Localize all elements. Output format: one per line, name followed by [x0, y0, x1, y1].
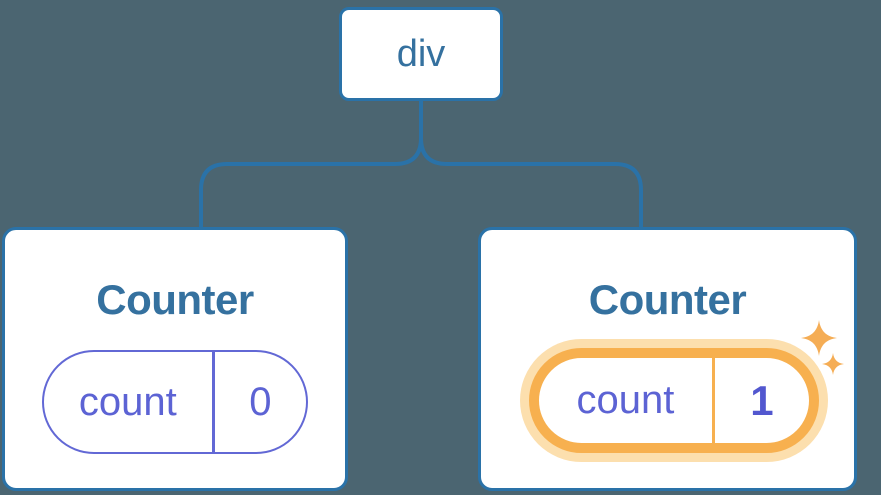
- component-title: Counter: [96, 276, 254, 323]
- state-value: 1: [750, 376, 774, 424]
- component-title: Counter: [588, 276, 747, 323]
- sparkle-small-icon: [822, 353, 844, 375]
- state-key-label: count: [78, 379, 177, 424]
- counter-card-left: Counter count 0: [2, 227, 348, 491]
- state-key-label: count: [576, 378, 675, 422]
- sparkle-large-icon: [801, 320, 837, 356]
- root-node-label: div: [396, 32, 446, 75]
- state-pill-count-0: count 0: [42, 350, 308, 454]
- root-node-div: div: [339, 7, 503, 101]
- connector-left-branch: [199, 98, 423, 230]
- sparkles-icon: [801, 320, 844, 375]
- pill-divider: [711, 358, 715, 443]
- state-value: 0: [249, 379, 272, 424]
- counter-card-right: Counter count 1: [478, 227, 857, 491]
- state-pill-count-1-highlighted: count 1: [529, 348, 819, 453]
- pill-divider: [211, 352, 215, 452]
- connector-right-branch: [419, 98, 643, 230]
